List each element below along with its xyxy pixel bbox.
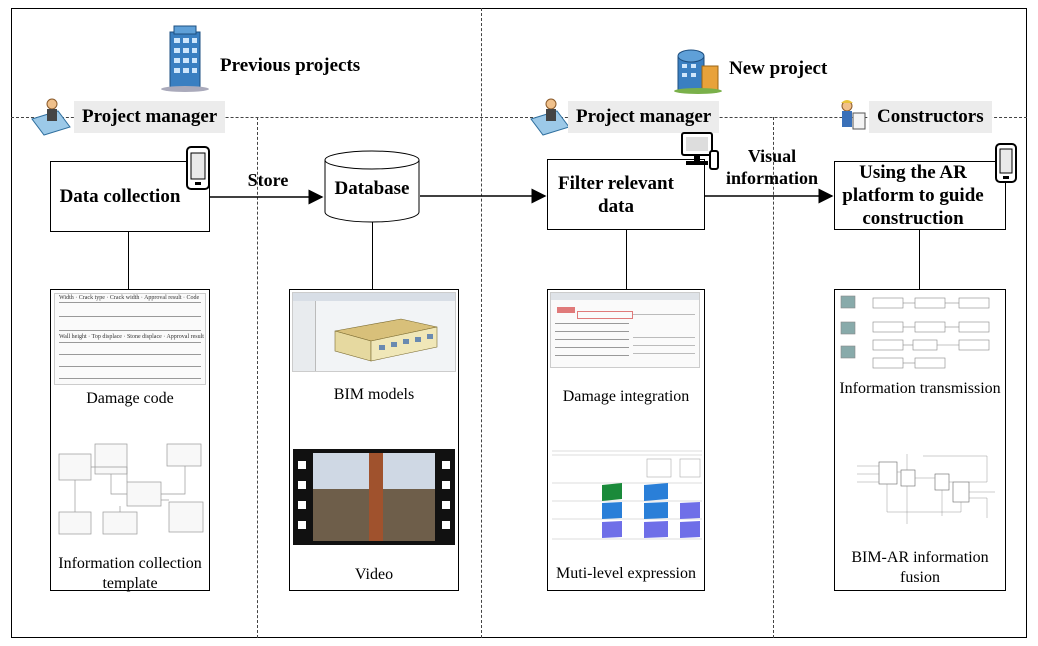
- bim-model-screenshot: [292, 292, 456, 372]
- role-project-manager-left: Project manager: [74, 101, 226, 133]
- transmission-flowchart: [840, 295, 990, 369]
- database-label: Database: [334, 178, 410, 199]
- visual-information-label: Visual information: [726, 146, 818, 188]
- role-project-manager-right: Project manager: [568, 101, 720, 133]
- building-icon: [161, 25, 209, 92]
- tablet-icon: [995, 143, 1017, 183]
- outer-frame: [11, 8, 1027, 638]
- manager-icon: [31, 98, 71, 136]
- bim-ar-fusion-caption: BIM-AR information fusion: [851, 549, 989, 586]
- filter-panel: Damage integration Muti-level expression: [547, 289, 705, 591]
- info-template-caption: Information collection template: [58, 555, 202, 592]
- tablet-icon: [186, 146, 210, 190]
- database-node: [324, 150, 420, 223]
- lane-divider-1: [257, 117, 258, 638]
- new-project-heading: New project: [729, 58, 828, 79]
- filter-relevant-data-node: Filter relevant data: [547, 159, 705, 230]
- role-divider: [11, 117, 1027, 118]
- multi-level-caption: Muti-level expression: [556, 565, 696, 582]
- lane-divider-2: [773, 117, 774, 638]
- template-diagram: [58, 443, 204, 535]
- connector: [128, 232, 129, 289]
- manager-icon: [530, 98, 570, 136]
- store-label: Store: [247, 170, 289, 190]
- data-collection-panel: Width · Crack type · Crack width · Appro…: [50, 289, 210, 592]
- video-caption: Video: [354, 566, 394, 583]
- connector: [372, 222, 373, 289]
- phase-divider: [481, 8, 482, 638]
- multi-level-table: [552, 450, 702, 540]
- properties-screenshot: [550, 292, 700, 368]
- ar-platform-node: Using the AR platform to guide construct…: [834, 161, 1006, 230]
- database-panel: BIM models Video: [289, 289, 459, 591]
- damage-code-caption: Damage code: [86, 390, 174, 407]
- info-transmission-caption: Information transmission: [839, 380, 1001, 397]
- role-constructors: Constructors: [869, 101, 992, 133]
- bim-models-caption: BIM models: [333, 386, 415, 403]
- constructor-icon: [841, 100, 866, 130]
- previous-projects-heading: Previous projects: [220, 55, 361, 76]
- ar-platform-panel: Information transmission BIM-AR informat…: [834, 289, 1006, 591]
- computer-icon: [681, 132, 719, 170]
- building-icon: [674, 49, 722, 94]
- damage-integration-caption: Damage integration: [562, 388, 690, 405]
- fusion-diagram: [857, 454, 995, 524]
- connector: [919, 230, 920, 289]
- video-frame: [293, 449, 455, 545]
- connector: [626, 230, 627, 289]
- damage-code-table: Width · Crack type · Crack width · Appro…: [54, 293, 206, 385]
- data-collection-node: Data collection: [50, 161, 210, 232]
